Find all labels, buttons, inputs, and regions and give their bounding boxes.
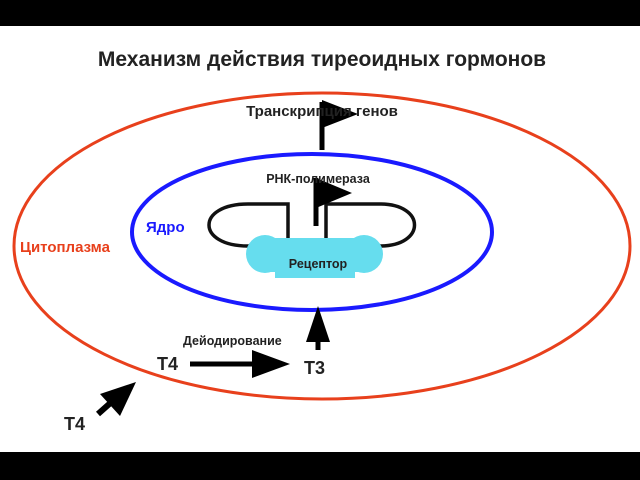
t3-label: Т3 [304,358,325,378]
t3-to-nucleus-arrow [306,306,330,350]
deiodination-arrow [190,350,290,378]
page-title: Механизм действия тиреоидных гормонов [98,48,546,71]
rna-polymerase-flag [313,178,352,226]
transcription-label: Транскрипция генов [246,103,398,120]
receptor-shape [246,235,383,278]
transcription-flag [319,100,358,150]
receptor-label: Рецептор [289,257,348,271]
dna-right-loop [324,202,417,248]
nuclear-membrane [130,152,494,312]
t4-inside-label: Т4 [157,354,178,374]
t4-entry-arrow [96,382,136,417]
t4-outside-label: Т4 [64,414,85,434]
cell-membrane [12,91,632,401]
cytoplasm-label: Цитоплазма [20,239,111,256]
rna-polymerase-label: РНК-полимераза [266,172,371,186]
nucleus-label: Ядро [146,219,185,236]
dna-left-loop [207,202,290,248]
deiodination-label: Дейодирование [183,334,282,348]
